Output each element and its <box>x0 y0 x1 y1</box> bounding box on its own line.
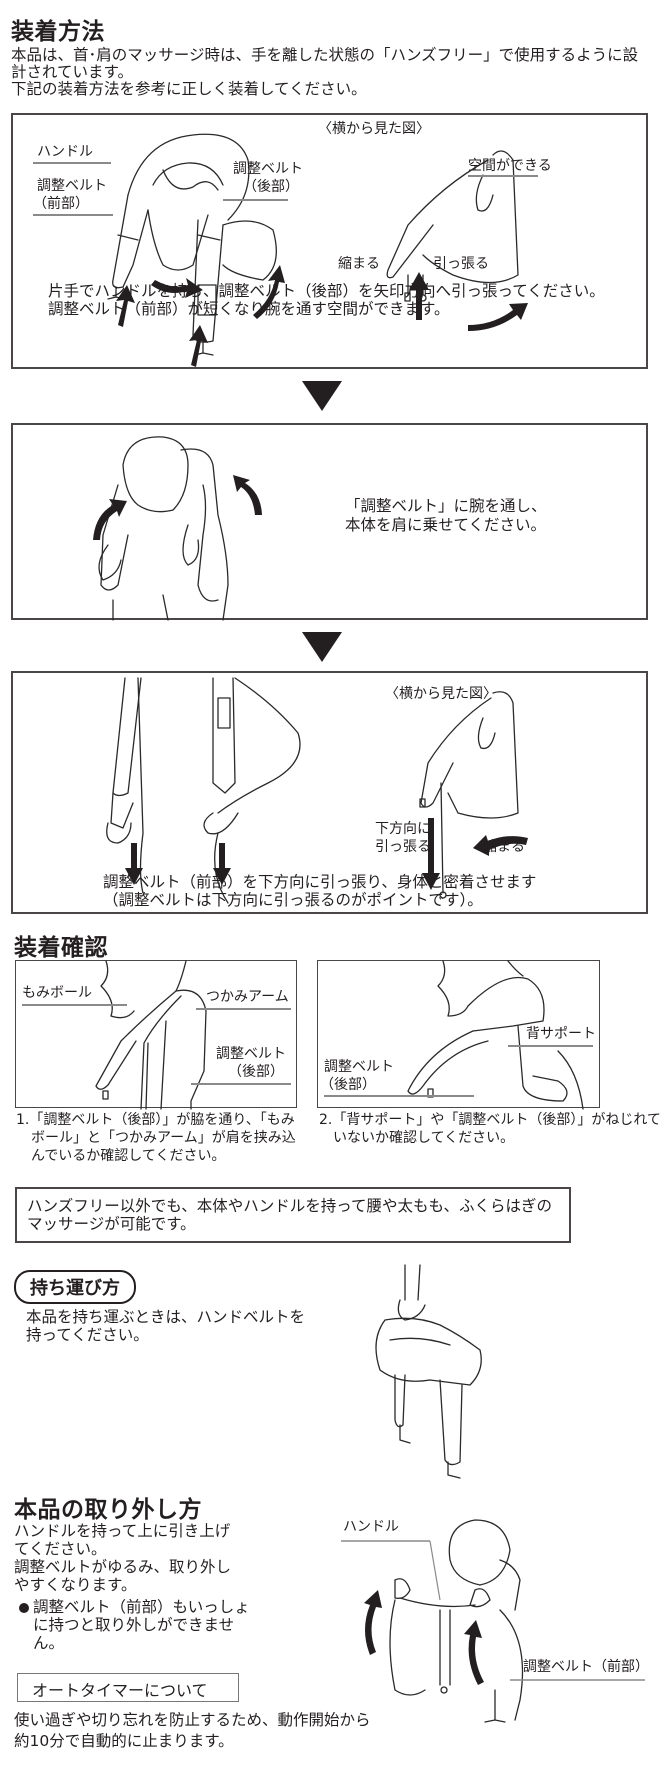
step1-caption-1: 片手でハンドルを持ち、調整ベルト（後部）を矢印方向へ引っ張ってください。 <box>48 282 605 300</box>
removal-text-1: ハンドルを持って上に引き上げ <box>14 1522 231 1540</box>
leader-handle <box>33 162 111 164</box>
removal-bullet-3: ん。 <box>33 1634 65 1652</box>
step2-caption-2: 本体を肩に乗せてください。 <box>345 516 547 534</box>
auto-timer-title: オートタイマーについて <box>32 1681 208 1700</box>
leader-space <box>468 175 538 177</box>
label-momi-ball: もみボール <box>22 985 92 1001</box>
step3-caption-1: 調整ベルト（前部）を下方向に引っ張り、身体と密着させます <box>103 873 537 891</box>
auto-timer-heading-box: オートタイマーについて <box>17 1673 239 1702</box>
auto-timer-text-2: 約10分で自動的に止まります。 <box>14 1732 234 1750</box>
label-pull: 引っ張る <box>433 256 489 272</box>
label-side-view: 〈横から見た図〉 <box>318 121 430 137</box>
note-line-2: マッサージが可能です。 <box>27 1215 196 1233</box>
handsfree-note-box: ハンズフリー以外でも、本体やハンドルを持って腰や太もも、ふくらはぎの マッサージ… <box>15 1187 571 1243</box>
label-belt-back-sub: （後部） <box>243 179 299 195</box>
leader-belt-back-left <box>191 1083 291 1085</box>
label-pull-down-2: 引っ張る <box>375 839 431 855</box>
label-shrink: 縮まる <box>338 256 380 272</box>
person-wearing-illustration <box>93 436 262 621</box>
removal-bullet-1: 調整ベルト（前部）もいっしょ <box>33 1598 250 1616</box>
label-belt-front: 調整ベルト <box>37 178 107 194</box>
label-belt-front-sub: （前部） <box>33 196 89 212</box>
pull-down-illustration <box>106 677 528 904</box>
step1-caption-2: 調整ベルト（前部）が短くなり腕を通す空間ができます。 <box>48 300 450 318</box>
carry-text-1: 本品を持ち運ぶときは、ハンドベルトを <box>26 1308 306 1326</box>
step3-panel: 〈横から見た図〉 下方向に 引っ張る 縮まる 調整ベルト（前部）を下方向に引っ張… <box>11 671 648 914</box>
check-title: 装着確認 <box>14 935 108 961</box>
label-space: 空間ができる <box>468 158 552 174</box>
label-back-support: 背サポート <box>526 1026 596 1042</box>
check-right-caption-2: いないか確認してください。 <box>333 1130 515 1146</box>
carry-text-2: 持ってください。 <box>26 1326 149 1344</box>
label-belt-back-left: 調整ベルト <box>216 1046 286 1062</box>
label-removal-belt-front: 調整ベルト（前部） <box>523 1659 649 1675</box>
step3-caption-2: （調整ベルトは下方向に引っ張るのがポイントです）。 <box>103 891 483 909</box>
label-belt-back-left-sub: （後部） <box>228 1064 284 1080</box>
harness-front-illustration <box>107 133 519 356</box>
check-left-caption-3: んでいるか確認してください。 <box>31 1148 226 1164</box>
removal-bullet-2: に持つと取り外しができませ <box>33 1616 235 1634</box>
label-belt-back-right-sub: （後部） <box>320 1077 376 1093</box>
leader-back-support <box>508 1045 593 1047</box>
carry-title: 持ち運び方 <box>14 1270 136 1304</box>
check-left-caption-1: 1.「調整ベルト（後部）」が脇を通り、「もみ <box>16 1112 295 1128</box>
bullet-icon <box>19 1603 29 1613</box>
label-belt-back: 調整ベルト <box>233 161 303 177</box>
label-shrink-2: 縮まる <box>483 839 525 855</box>
intro-line-1: 本品は、首･肩のマッサージ時は、手を離した状態の「ハンズフリー」で使用するように… <box>11 46 639 64</box>
label-handle: ハンドル <box>37 144 93 160</box>
label-grab-arm: つかみアーム <box>206 989 289 1005</box>
check-left-illustration <box>95 960 207 1110</box>
leader-momi-ball <box>22 1004 127 1006</box>
step2-caption-1: 「調整ベルト」に腕を通し、 <box>345 497 547 515</box>
check-right-caption-1: 2.「背サポート」や「調整ベルト（後部）」がねじれて <box>319 1112 661 1128</box>
intro-line-2: 計されています。 <box>11 63 133 81</box>
removal-text-4: やすくなります。 <box>14 1576 137 1594</box>
check-panel-right: 背サポート 調整ベルト （後部） <box>317 960 600 1110</box>
direction-arrows <box>116 265 528 367</box>
step1-panel: ハンドル 調整ベルト （前部） 調整ベルト （後部） 〈横から見た図〉 空間がで… <box>11 113 648 369</box>
intro-line-3: 下記の装着方法を参考に正しく装着してください。 <box>11 80 367 98</box>
label-pull-down-1: 下方向に <box>375 821 431 837</box>
check-left-caption-2: ボール」と「つかみアーム」が肩を挟み込 <box>31 1130 296 1146</box>
down-arrow-2 <box>302 632 342 662</box>
check-panel-left: もみボール つかみアーム 調整ベルト （後部） <box>15 960 297 1110</box>
label-belt-back-right: 調整ベルト <box>324 1059 394 1075</box>
label-removal-handle: ハンドル <box>343 1519 399 1535</box>
installation-title: 装着方法 <box>11 19 105 45</box>
removal-text-3: 調整ベルトがゆるみ、取り外し <box>14 1558 232 1576</box>
check-right-illustration <box>407 960 584 1110</box>
auto-timer-text-1: 使い過ぎや切り忘れを防止するため、動作開始から <box>14 1711 371 1729</box>
down-arrow-1 <box>302 381 342 411</box>
leader-belt-back <box>223 199 288 201</box>
removal-text-2: てください。 <box>14 1540 107 1558</box>
note-line-1: ハンズフリー以外でも、本体やハンドルを持って腰や太もも、ふくらはぎの <box>27 1197 552 1215</box>
label-side-view-2: 〈横から見た図〉 <box>385 686 497 702</box>
step2-panel: 「調整ベルト」に腕を通し、 本体を肩に乗せてください。 <box>11 423 648 621</box>
removal-title: 本品の取り外し方 <box>14 1497 202 1523</box>
leader-belt-front <box>33 214 113 216</box>
leader-belt-back-right <box>324 1095 474 1097</box>
leader-grab-arm <box>196 1008 291 1010</box>
